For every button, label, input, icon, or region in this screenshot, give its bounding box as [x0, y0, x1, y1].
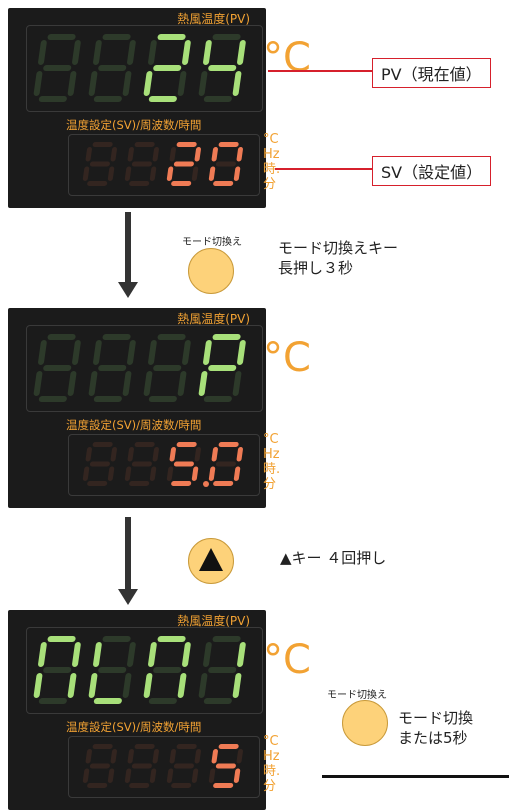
- sv-display: [68, 134, 260, 196]
- mode-switch-key[interactable]: [188, 248, 234, 294]
- pv-digit: [33, 34, 81, 102]
- sv-callout-line: [275, 168, 372, 170]
- sv-title: 温度設定(SV)/周波数/時間: [66, 118, 202, 132]
- pv-digit: [88, 34, 136, 102]
- pv-callout: PV（現在値）: [372, 58, 491, 88]
- pv-display: [26, 627, 263, 714]
- up-key[interactable]: [188, 538, 234, 584]
- mode-key-caption: モード切換え: [182, 237, 242, 248]
- sv-digit: [166, 744, 201, 788]
- step1-note: モード切換えキー長押し３秒: [278, 239, 399, 277]
- celsius-unit: °C: [263, 637, 311, 683]
- step2-note: ▲キー ４回押し: [280, 549, 387, 567]
- seven-segment-digits: [33, 34, 246, 186]
- sv-title: 温度設定(SV)/周波数/時間: [66, 418, 202, 432]
- step3-note: モード切換または5秒: [398, 709, 474, 747]
- pv-digit: [198, 34, 246, 102]
- sv-display: [68, 434, 260, 496]
- seven-segment-digits: [33, 636, 246, 788]
- mode-switch-key[interactable]: [342, 700, 388, 746]
- sv-callout: SV（設定値）: [372, 156, 492, 186]
- sv-digit: [208, 442, 243, 486]
- sv-digit: [124, 442, 159, 486]
- mode-key-caption: モード切換え: [327, 690, 387, 701]
- sv-digit: [208, 142, 243, 186]
- pv-title: 熱風温度(PV): [177, 12, 250, 26]
- pv-digit: [198, 636, 246, 704]
- sv-digit: [166, 142, 201, 186]
- down-arrow-2: [118, 517, 138, 605]
- sv-display: [68, 736, 260, 798]
- pv-title: 熱風温度(PV): [177, 312, 250, 326]
- pv-digit: [33, 334, 81, 402]
- pv-digit: [143, 334, 191, 402]
- sv-digit: [124, 744, 159, 788]
- sv-digit: [166, 442, 201, 486]
- sv-digit: [82, 744, 117, 788]
- pv-display: [26, 25, 263, 112]
- seven-segment-digits: [33, 334, 246, 487]
- pv-digit: [33, 636, 81, 704]
- sv-title: 温度設定(SV)/周波数/時間: [66, 720, 202, 734]
- triangle-up-icon: [199, 548, 223, 571]
- pv-digit: [143, 636, 191, 704]
- sv-digit: [208, 744, 243, 788]
- pv-digit: [198, 334, 246, 402]
- down-arrow-1: [118, 212, 138, 298]
- celsius-unit: °C: [263, 335, 311, 381]
- pv-callout-line: [268, 70, 372, 72]
- celsius-unit: °C: [263, 35, 311, 81]
- sv-digit: [82, 442, 117, 486]
- pv-digit: [143, 34, 191, 102]
- pv-digit: [88, 636, 136, 704]
- pv-digit: [88, 334, 136, 402]
- pv-display: [26, 325, 263, 412]
- sv-digit: [82, 142, 117, 186]
- sv-decimal-point: [203, 481, 209, 487]
- divider-line: [322, 775, 509, 778]
- pv-title: 熱風温度(PV): [177, 614, 250, 628]
- sv-digit: [124, 142, 159, 186]
